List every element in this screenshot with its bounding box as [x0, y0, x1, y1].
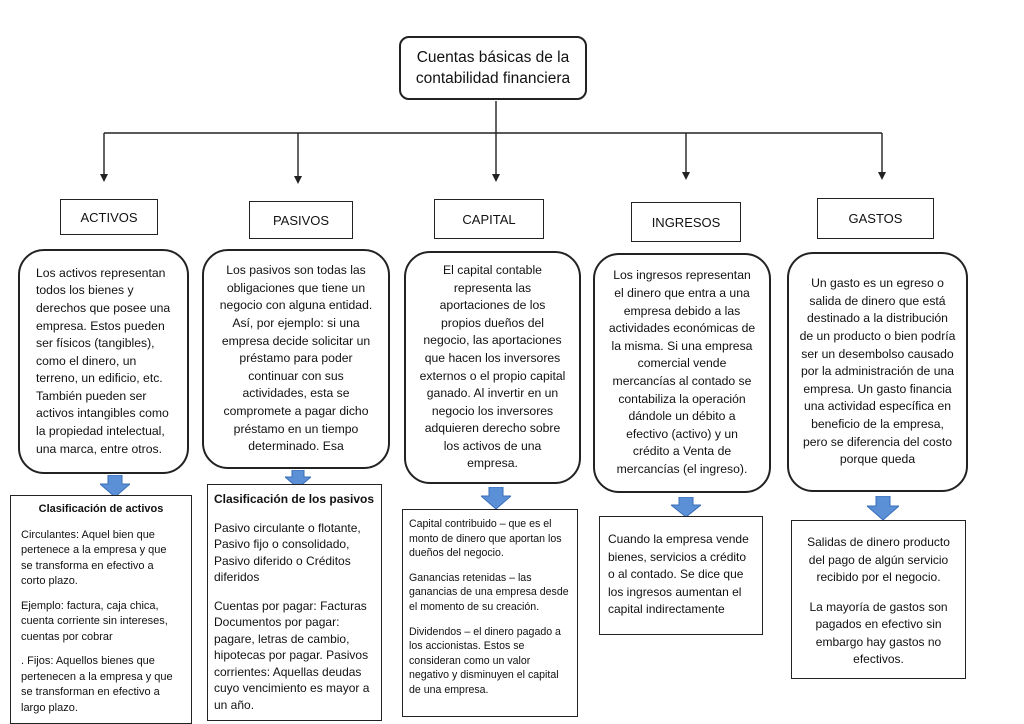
detail-pasivos-paragraph-1: Pasivo circulante o flotante, Pasivo fij…	[214, 520, 361, 585]
detail-activos-paragraph-1: Circulantes: Aquel bien que pertenece a …	[21, 528, 167, 588]
category-gastos: GASTOS	[817, 198, 934, 239]
detail-pasivos: Clasificación de los pasivos Pasivo circ…	[207, 484, 382, 721]
detail-gastos: Salidas de dinero producto del pago de a…	[791, 520, 966, 679]
detail-capital-paragraph-3: Dividendos – el dinero pagado a los acci…	[409, 625, 561, 696]
detail-capital: Capital contribuido – que es el monto de…	[402, 509, 578, 717]
detail-activos-paragraph-3: . Fijos: Aquellos bienes que pertenecen …	[21, 655, 173, 714]
detail-capital-paragraph-1: Capital contribuido – que es el monto de…	[409, 518, 562, 560]
description-activos: Los activos representan todos los bienes…	[18, 249, 189, 474]
down-arrow-activos	[100, 475, 130, 497]
description-pasivos-text: Los pasivos son todas las obligaciones q…	[219, 263, 373, 454]
category-activos: ACTIVOS	[60, 199, 158, 235]
description-activos-text: Los activos representan todos los bienes…	[36, 265, 171, 456]
detail-ingresos-paragraph-1: Cuando la empresa vende bienes, servicio…	[608, 532, 749, 616]
down-arrow-ingresos	[671, 497, 701, 517]
detail-pasivos-paragraph-2: Cuentas por pagar: Facturas Documentos p…	[214, 598, 370, 712]
detail-activos-paragraph-2: Ejemplo: factura, caja chica, cuenta cor…	[21, 599, 168, 643]
description-ingresos-text: Los ingresos representan el dinero que e…	[608, 268, 756, 476]
detail-gastos-paragraph-1: Salidas de dinero producto del pago de a…	[807, 535, 950, 584]
detail-activos-heading: Clasificación de activos	[38, 503, 164, 515]
category-pasivos: PASIVOS	[249, 201, 353, 239]
detail-activos: Clasificación de activos Circulantes: Aq…	[10, 495, 192, 724]
detail-pasivos-heading: Clasificación de los pasivos	[214, 492, 375, 506]
description-pasivos: Los pasivos son todas las obligaciones q…	[202, 249, 390, 469]
description-ingresos: Los ingresos representan el dinero que e…	[593, 253, 771, 493]
detail-capital-paragraph-2: Ganancias retenidas – las ganancias de u…	[409, 571, 569, 613]
description-capital: El capital contable representa las aport…	[404, 251, 581, 484]
description-capital-text: El capital contable representa las aport…	[419, 262, 566, 471]
detail-ingresos: Cuando la empresa vende bienes, servicio…	[599, 516, 763, 635]
down-arrow-gastos	[867, 496, 899, 520]
description-gastos-text: Un gasto es un egreso o salida de dinero…	[799, 276, 956, 467]
down-arrow-capital	[481, 487, 511, 509]
root-title-line-1: Cuentas básicas de la	[416, 49, 570, 66]
detail-gastos-paragraph-2: La mayoría de gastos son pagados en efec…	[809, 599, 948, 667]
description-gastos: Un gasto es un egreso o salida de dinero…	[787, 252, 968, 492]
down-arrow-pasivos	[285, 470, 311, 488]
root-title-box: Cuentas básicas de la contabilidad finan…	[399, 36, 587, 100]
category-capital: CAPITAL	[434, 199, 544, 239]
category-ingresos: INGRESOS	[631, 202, 741, 242]
root-title-line-2: contabilidad financiera	[415, 70, 571, 87]
